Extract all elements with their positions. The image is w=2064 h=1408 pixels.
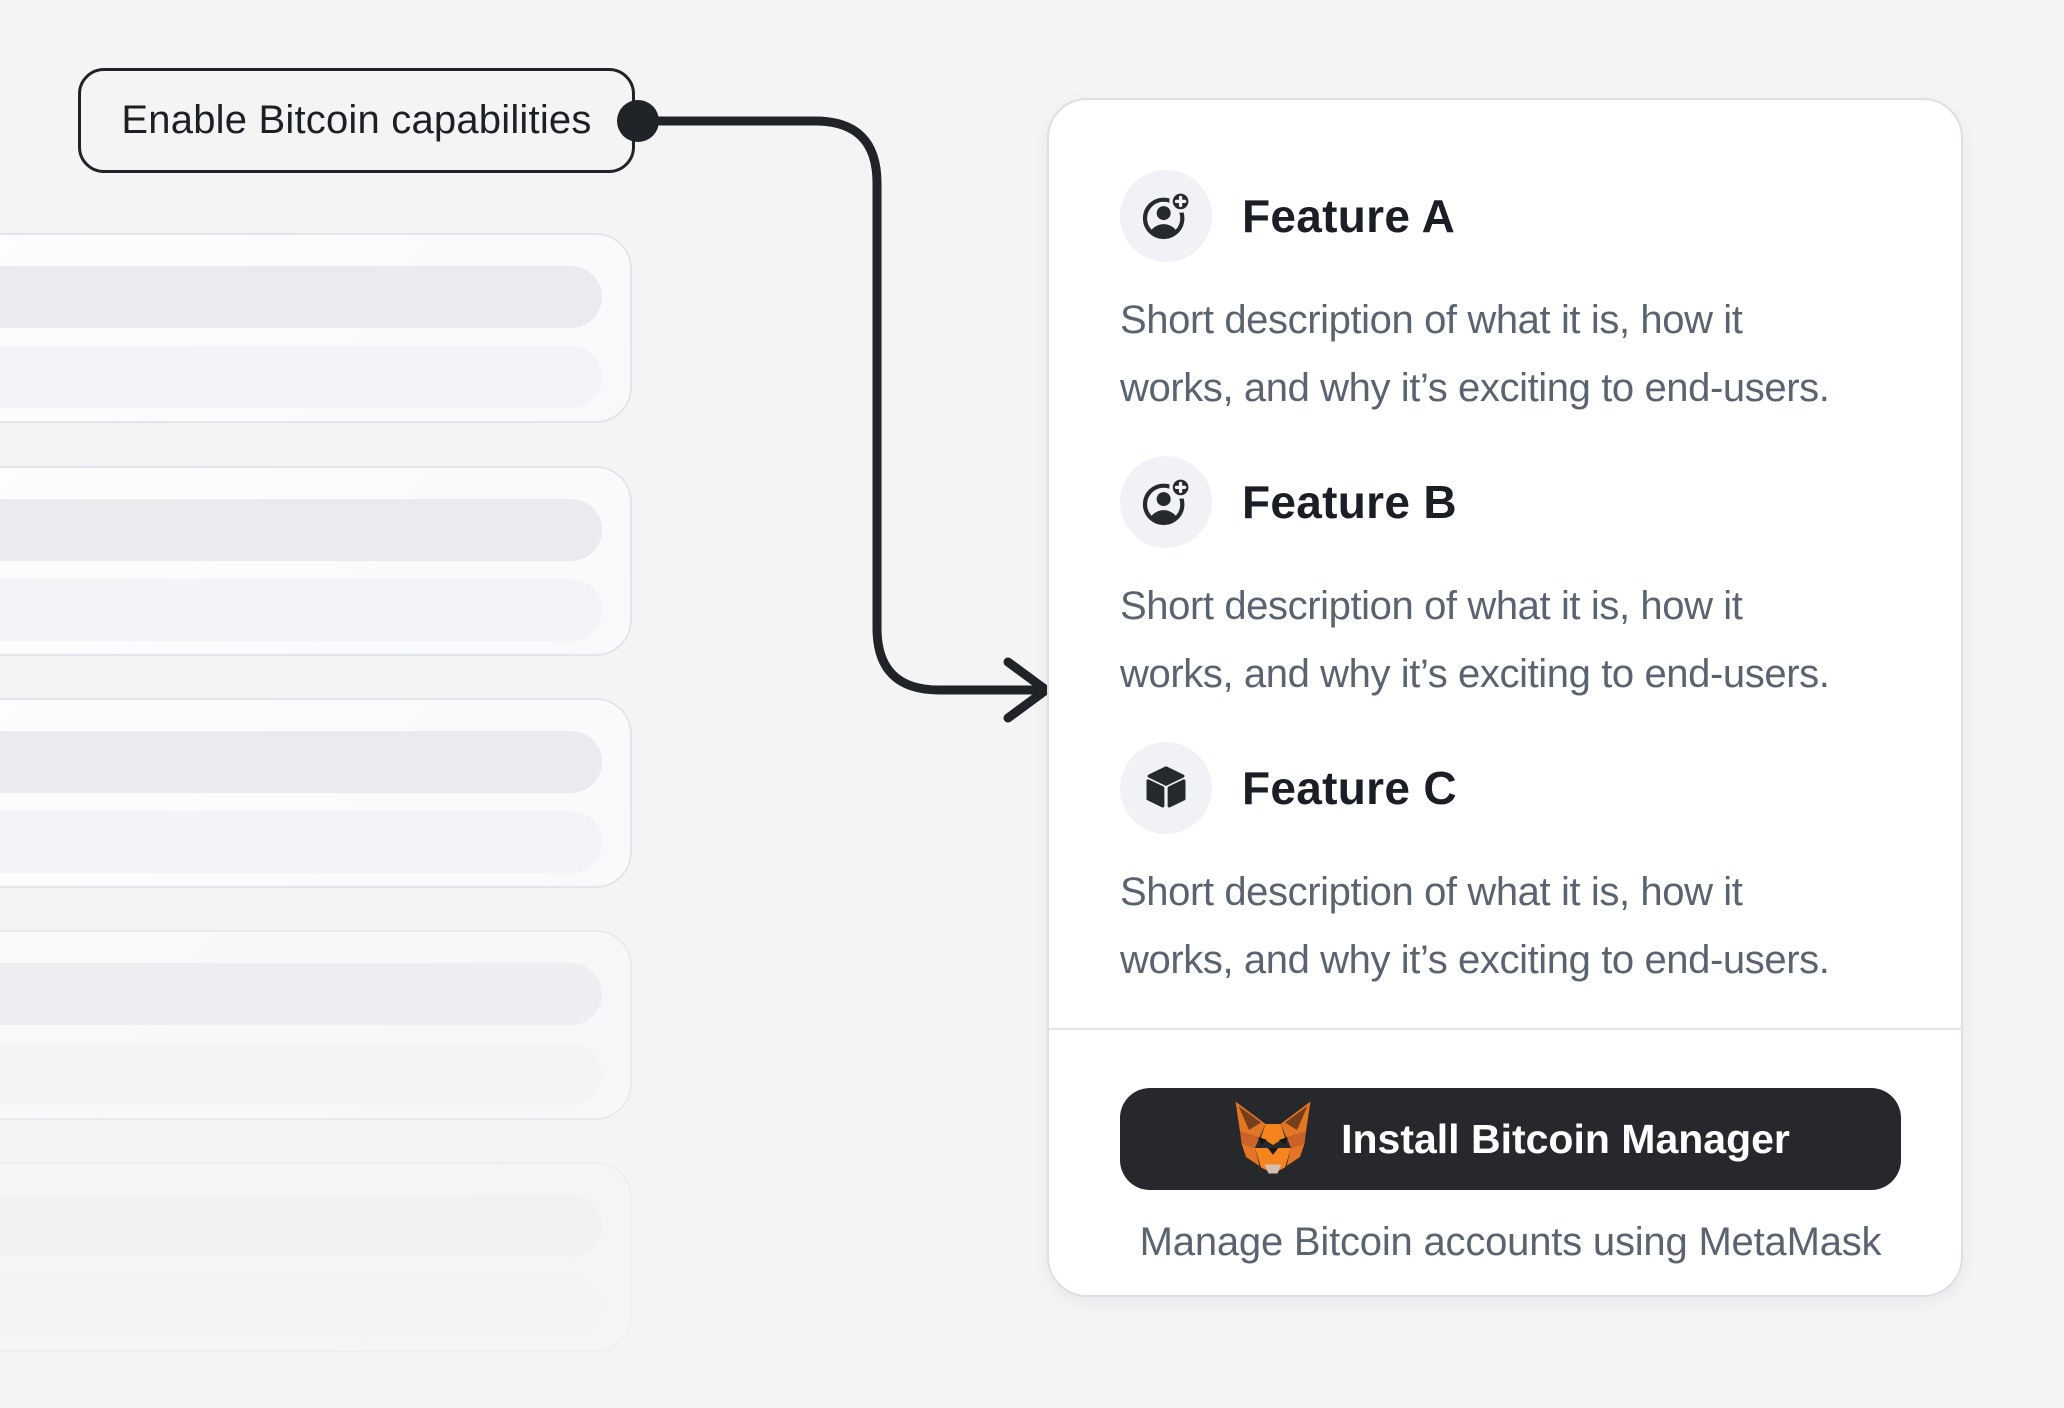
connector-dot [617,100,659,142]
feature-title: Feature A [1242,190,1456,242]
annotation-callout: Enable Bitcoin capabilities [78,68,635,173]
install-caption: Manage Bitcoin accounts using MetaMask [1139,1220,1882,1264]
skeleton-line [0,1275,602,1337]
skeleton-card [0,1162,632,1352]
skeleton-line [0,499,602,561]
feature-description: Short description of what it is, how it … [1120,584,1830,696]
feature-item: Feature C Short description of what it i… [1120,742,1901,994]
feature-title: Feature B [1242,476,1457,528]
user-add-icon [1120,456,1212,548]
skeleton-line [0,346,602,408]
user-add-icon [1120,170,1212,262]
feature-item: Feature A Short description of what it i… [1120,170,1901,422]
feature-item: Feature B Short description of what it i… [1120,456,1901,708]
feature-description: Short description of what it is, how it … [1120,298,1830,410]
cube-icon [1120,742,1212,834]
skeleton-line [0,579,602,641]
panel-footer: Install Bitcoin Manager Manage Bitcoin a… [1120,1088,1901,1265]
metamask-fox-icon [1235,1101,1311,1174]
skeleton-line [0,266,602,328]
divider [1049,1028,1961,1030]
install-button-label: Install Bitcoin Manager [1341,1115,1790,1162]
skeleton-line [0,811,602,873]
install-bitcoin-manager-button[interactable]: Install Bitcoin Manager [1120,1088,1901,1190]
skeleton-line [0,1195,602,1257]
feature-title: Feature C [1242,762,1457,814]
feature-panel: Feature A Short description of what it i… [1047,98,1963,1297]
skeleton-line [0,731,602,793]
skeleton-card [0,930,632,1120]
skeleton-line [0,963,602,1025]
skeleton-line [0,1043,602,1105]
skeleton-card [0,698,632,888]
annotation-callout-label: Enable Bitcoin capabilities [121,98,592,142]
feature-description: Short description of what it is, how it … [1120,870,1830,982]
skeleton-card [0,466,632,656]
skeleton-card [0,233,632,423]
